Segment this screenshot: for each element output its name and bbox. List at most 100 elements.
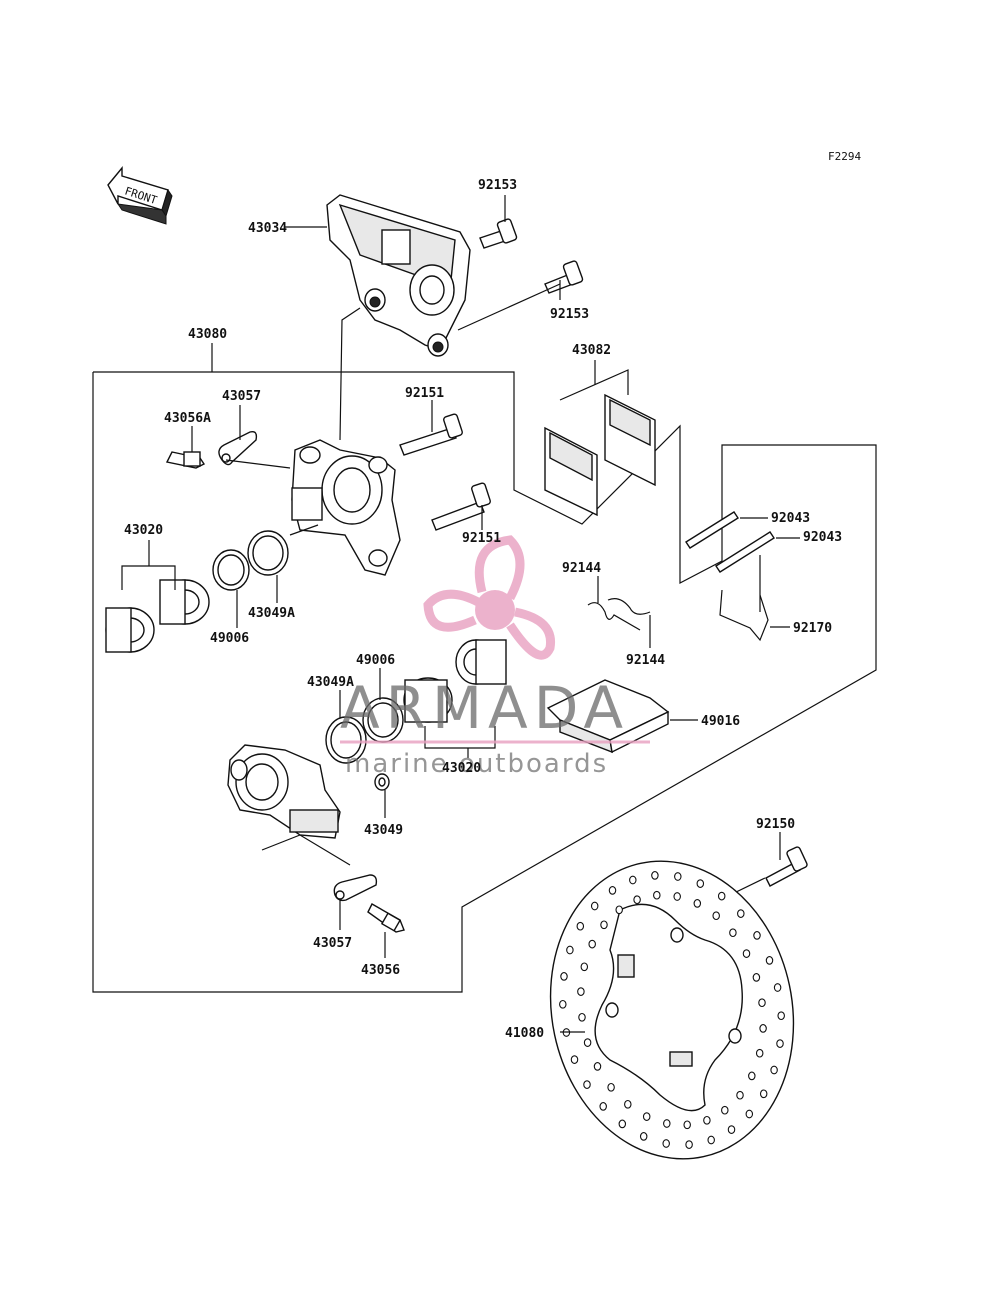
propeller-logo-icon [423, 535, 556, 660]
brake-pads [544, 393, 656, 517]
disc-hole [736, 1090, 744, 1100]
part-label-49006-a: 49006 [210, 631, 249, 646]
disc-hole [752, 973, 761, 982]
part-label-43020-b: 43020 [442, 761, 481, 776]
disc-hole [583, 1038, 592, 1047]
part-label-43056: 43056 [361, 963, 400, 978]
part-label-92170: 92170 [793, 621, 832, 636]
part-label-92043-a: 92043 [771, 511, 810, 526]
disc-hole [776, 1039, 784, 1048]
disc-hole [566, 945, 574, 955]
assembly-outline [92, 371, 877, 993]
disc-hole [712, 911, 720, 921]
disc-hole [642, 1112, 651, 1121]
bolt-92151-upper [399, 413, 463, 456]
caliper-body-upper [291, 439, 401, 576]
part-label-43034: 43034 [248, 221, 287, 236]
disc-hole [599, 1102, 607, 1111]
disc-hole [765, 956, 774, 965]
disc-hole [721, 1105, 729, 1115]
part-label-41080: 41080 [505, 1026, 544, 1041]
disc-hole [639, 1132, 648, 1141]
bleeder-valve-lower [367, 903, 405, 933]
disc-hole [745, 1109, 754, 1119]
front-arrow-icon: FRONT [107, 166, 173, 225]
disc-hole [577, 987, 585, 996]
disc-hole [629, 875, 637, 885]
part-label-49006-b: 49006 [356, 653, 395, 668]
disc-hole [727, 1125, 736, 1134]
disc-hole [580, 962, 589, 972]
washer-43049 [374, 773, 390, 791]
disc-hole [759, 1089, 768, 1099]
figure-code: F2294 [828, 150, 861, 163]
disc-hole [759, 1024, 767, 1033]
disc-bolt-92150 [765, 846, 808, 887]
disc-hole [590, 901, 599, 911]
piston-set-upper [105, 579, 210, 653]
disc-hole [615, 905, 623, 915]
brake-disc [549, 860, 795, 1160]
watermark-brand: ARMADA [340, 674, 629, 742]
disc-hole [758, 998, 766, 1008]
part-label-43049A-b: 43049A [307, 675, 354, 690]
pad-spring-92170 [719, 589, 769, 642]
pad-spring-plate-49016 [546, 679, 670, 754]
part-label-92144-b: 92144 [626, 653, 665, 668]
part-label-92043-b: 92043 [803, 530, 842, 545]
disc-hole [593, 1062, 602, 1071]
disc-hole [576, 921, 585, 931]
part-label-43056A: 43056A [164, 411, 211, 426]
disc-hole [653, 890, 661, 900]
disc-hole [600, 920, 608, 930]
disc-hole [777, 1011, 785, 1021]
part-label-43080: 43080 [188, 327, 227, 342]
disc-hole [651, 871, 659, 880]
disc-hole [707, 1135, 715, 1145]
disc-hole [663, 1119, 671, 1128]
disc-hole [570, 1055, 579, 1064]
disc-hole [674, 872, 682, 881]
disc-hole [773, 983, 782, 992]
watermark: ARMADA marine outboards [340, 535, 650, 779]
bolt-92153-upper [479, 218, 518, 249]
seals-upper [212, 530, 289, 591]
disc-hole [578, 1012, 586, 1022]
part-label-43057-b: 43057 [313, 936, 352, 951]
bolt-92151-lower [431, 482, 491, 531]
disc-hole [703, 1115, 711, 1125]
disc-hole [685, 1140, 693, 1149]
caliper-body-lower [227, 744, 341, 839]
part-label-43057-a: 43057 [222, 389, 261, 404]
disc-hole [607, 1082, 615, 1092]
disc-hole [608, 886, 617, 895]
disc-hole [559, 999, 567, 1009]
disc-hole [717, 891, 726, 901]
disc-hole [753, 931, 761, 940]
disc-hole [729, 928, 737, 938]
watermark-tagline: marine outboards [345, 749, 608, 779]
disc-hole [588, 939, 596, 949]
disc-hole [633, 895, 641, 905]
disc-hole [673, 892, 681, 901]
part-label-43082: 43082 [572, 343, 611, 358]
disc-hole [742, 949, 751, 958]
part-label-43049A-a: 43049A [248, 606, 295, 621]
disc-hole [618, 1119, 627, 1129]
part-label-92153-a: 92153 [478, 178, 517, 193]
part-label-92150: 92150 [756, 817, 795, 832]
disc-hole [693, 899, 702, 908]
disc-hole [770, 1065, 778, 1075]
part-label-92153-b: 92153 [550, 307, 589, 322]
bleeder-cap-lower [333, 874, 378, 902]
bleeder-valve-upper [165, 451, 206, 469]
disc-hole [748, 1071, 756, 1081]
part-label-92151-b: 92151 [462, 531, 501, 546]
part-label-92144-a: 92144 [562, 561, 601, 576]
part-label-92151-a: 92151 [405, 386, 444, 401]
part-label-43020-a: 43020 [124, 523, 163, 538]
disc-hole [560, 972, 568, 981]
disc-hole [683, 1120, 691, 1130]
pad-pins [685, 511, 775, 573]
